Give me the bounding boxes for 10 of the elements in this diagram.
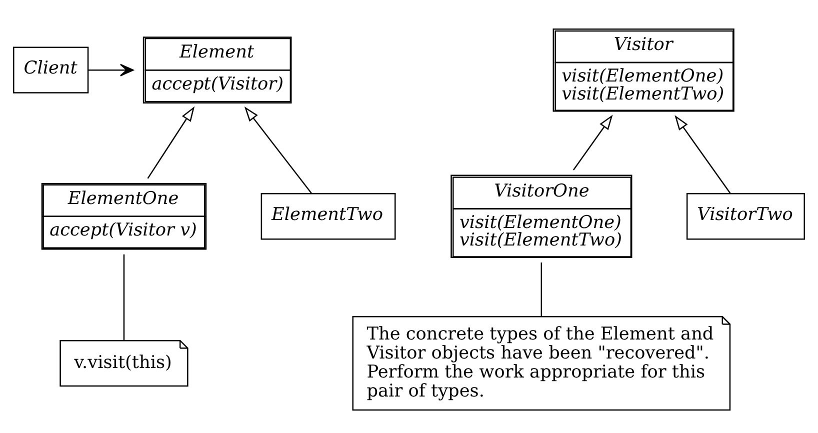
arrow bbox=[572, 114, 613, 170]
node-box: ElementTwo bbox=[260, 192, 396, 240]
connector bbox=[123, 254, 125, 340]
arrow bbox=[88, 63, 134, 76]
arrow bbox=[244, 106, 312, 194]
arrow bbox=[674, 114, 731, 194]
node-box: VisitorTwo bbox=[686, 192, 805, 240]
arrow bbox=[147, 106, 195, 178]
connector bbox=[540, 262, 542, 316]
node-box: Client bbox=[13, 46, 89, 93]
